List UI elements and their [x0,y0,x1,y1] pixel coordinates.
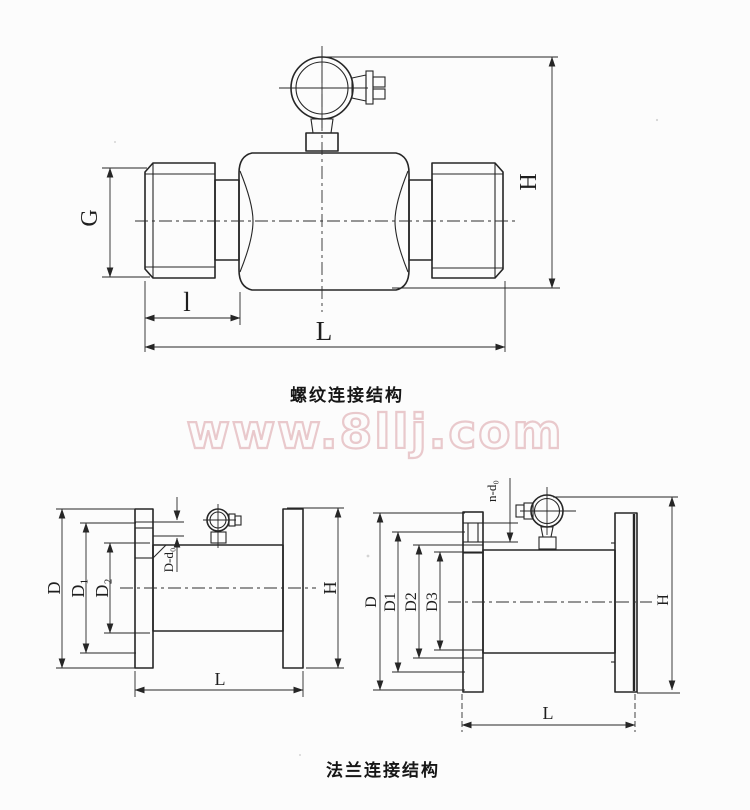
dim-label-L: L [215,669,226,689]
dimension-L: L [144,281,506,352]
dim-label-H: H [516,173,542,190]
left-collar [214,179,240,261]
dimension-D3: D3 [424,551,483,651]
dim-label-L: L [543,703,554,723]
dim-label-D: D [363,596,380,608]
flange-view-left-drawing: D D₁ D₂ D-d₀ H [44,497,344,697]
dimension-H: H [322,56,560,289]
sensor-head [279,50,386,152]
dim-label-D1: D1 [382,592,399,612]
dim-label-l: l [183,287,191,317]
right-threaded-cap [431,162,504,279]
watermark: www.8llj.com [185,404,564,461]
cable-gland-rib [372,76,386,88]
dim-label-D: D [44,582,64,595]
dim-label-D3: D3 [424,592,441,612]
flange-view-caption: 法兰连接结构 [326,761,440,780]
sensor-head [203,504,242,548]
dimension-G: G [77,167,150,278]
flange-view-right-drawing: D D1 D2 D3 n-d₀ [363,478,680,732]
left-threaded-cap [144,162,216,279]
sensor-head [515,487,576,550]
threaded-view-drawing: G H l L [77,46,560,352]
dimension-H: H [553,496,680,694]
sensor-nut [210,531,227,544]
cable-gland-rib [372,88,386,100]
left-flange [134,508,184,669]
sensor-nut [538,536,557,550]
right-collar [408,179,433,261]
cable-gland [234,515,242,526]
dim-label-L: L [316,316,333,346]
dim-label-bolt: n-d₀ [484,480,499,502]
dimension-l: l [144,281,241,352]
dimension-D: D [44,508,136,669]
scan-speckles [114,118,659,756]
dimension-L: L [461,694,636,732]
dimension-L: L [134,669,304,697]
dim-label-D2: D₂ [92,578,112,597]
flange-section-hatch [462,541,484,554]
dim-label-bolt: D-d₀ [161,548,176,573]
dim-label-G: G [77,209,103,226]
threaded-view-caption: 螺纹连接结构 [290,386,404,405]
dim-label-D1: D₁ [68,578,88,597]
dimension-D2: D2 [403,544,483,659]
dim-label-H: H [320,582,340,595]
dimension-D1: D1 [382,531,465,673]
flange-section-hatch [462,511,484,524]
right-flange [282,508,304,669]
dimension-H: H [287,507,344,669]
meter-body [482,549,616,654]
cable-gland [515,504,525,518]
cable-gland-flange [365,70,374,105]
dimension-D: D [363,512,465,691]
dim-label-H: H [655,594,672,606]
dimension-D2: D₂ [92,542,150,634]
dimension-bolt-hole: n-d₀ [483,478,518,543]
dimension-D1: D₁ [68,522,136,654]
dimension-bolt-hole: D-d₀ [161,497,181,573]
dim-label-D2: D2 [403,592,420,612]
meter-body [238,152,410,291]
